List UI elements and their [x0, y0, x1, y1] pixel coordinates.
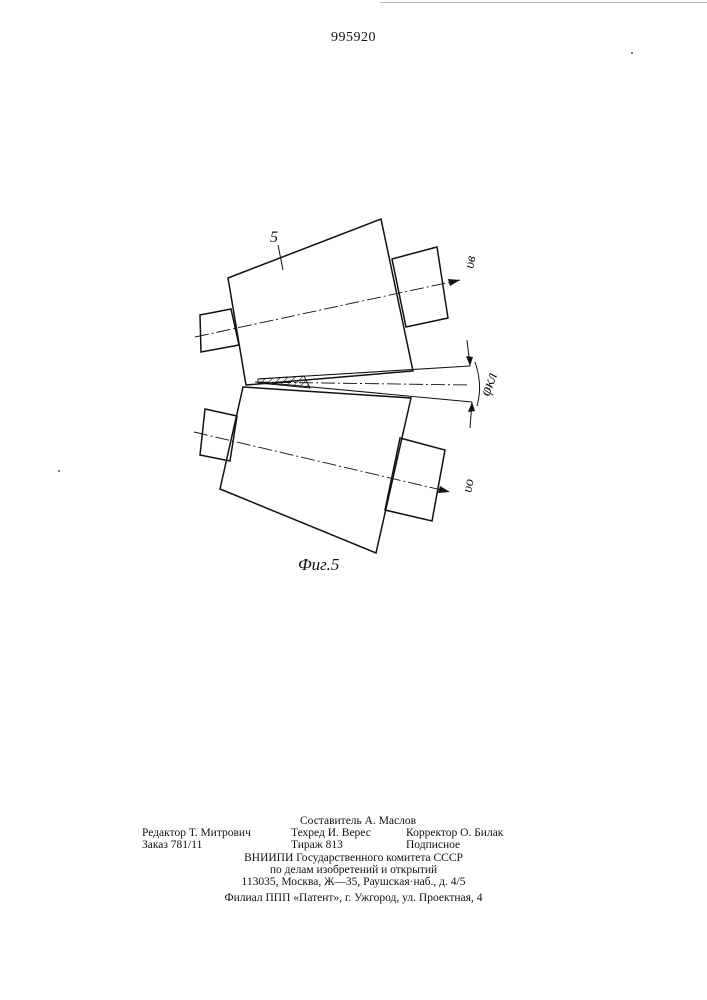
speed-label-bottom: υо: [460, 478, 477, 494]
org-line-2: по делам изобретений и открытий: [0, 865, 707, 877]
compiler-line: Составитель А. Маслов: [300, 816, 416, 828]
angle-arc: [475, 362, 480, 406]
upper-roll-left-neck: [200, 309, 239, 352]
org-line-3: 113035, Москва, Ж—35, Раушская·наб., д. …: [0, 877, 707, 889]
lower-roll-body: [220, 387, 411, 553]
upper-roll-right-neck: [392, 247, 448, 327]
figure-caption: Фиг.5: [298, 555, 339, 574]
angle-label: φкл: [477, 370, 501, 398]
lower-axis-arrow: [438, 486, 450, 493]
upper-roll-axis: [195, 280, 460, 337]
angle-arrow-top: [466, 356, 473, 366]
editor-line: Редактор Т. Митрович: [142, 828, 251, 840]
corrector-line: Корректор О. Билак: [406, 828, 503, 840]
angle-arrow-bottom: [468, 402, 475, 412]
techred-line: Техред И. Верес: [291, 828, 371, 840]
speed-label-top: υв: [462, 255, 479, 270]
org-line-1: ВНИИПИ Государственного комитета СССР: [0, 853, 707, 865]
scan-speck: [58, 470, 60, 472]
order-line: Заказ 781/11: [142, 840, 202, 852]
deformation-zone-hatch: [258, 376, 310, 388]
circulation-line: Тираж 813: [291, 840, 343, 852]
subscription-line: Подписное: [406, 840, 460, 852]
roll-number-label: 5: [270, 229, 278, 246]
upper-axis-arrow: [448, 279, 460, 286]
scan-speck: [631, 52, 633, 54]
upper-roll-body: [228, 219, 413, 385]
branch-line: Филиал ППП «Патент», г. Ужгород, ул. Про…: [0, 893, 707, 905]
lower-roll-right-neck: [385, 438, 445, 521]
